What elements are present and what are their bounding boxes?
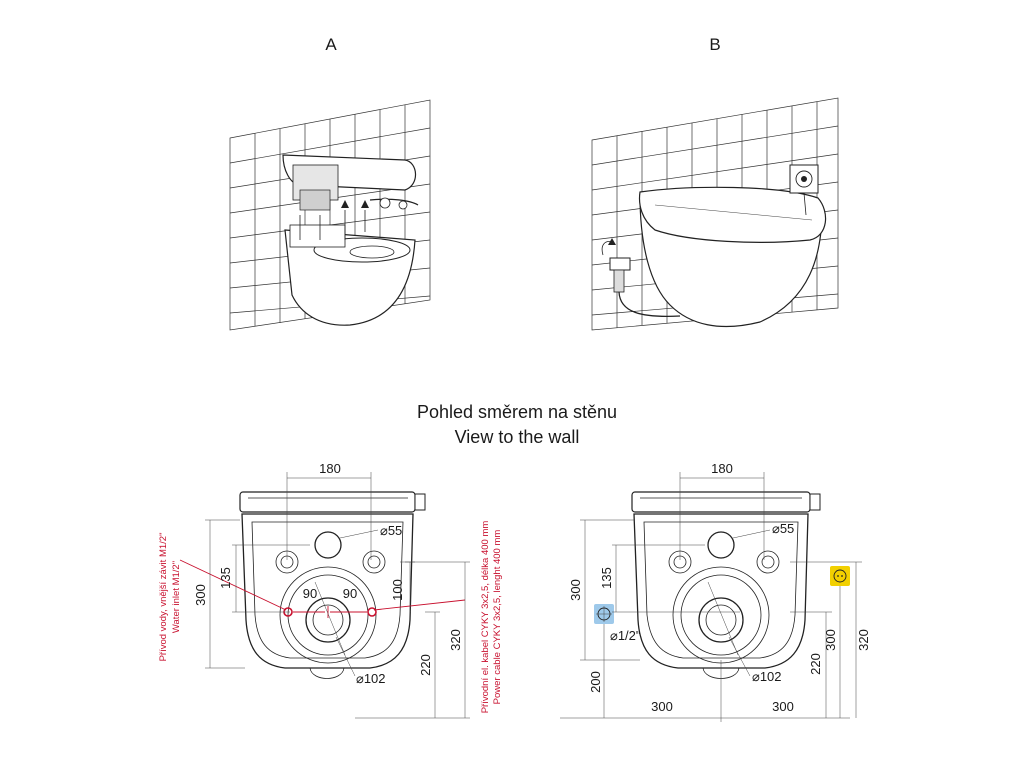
dim-200-right: 200 (588, 671, 603, 693)
dim-135-left: 135 (218, 567, 233, 589)
section-title-cz: Pohled směrem na stěnu (417, 402, 617, 422)
dim-90-left: 90 (303, 586, 317, 601)
dim-55-left: ⌀55 (380, 523, 402, 538)
dim-300-left: 300 (193, 584, 208, 606)
power-inlet-marker-left (367, 607, 377, 617)
hole-55-right (707, 531, 735, 559)
rotate-arrow-icon (608, 238, 616, 245)
dim-220-left: 220 (418, 654, 433, 676)
power-cable-note-cz: Přívodní el. kabel CYKY 3x2,5, délka 400… (480, 521, 491, 714)
dim-half-inch: ⌀1/2" (610, 628, 641, 643)
dim-55-right: ⌀55 (772, 521, 794, 536)
panel-a-illustration (229, 99, 431, 331)
right-technical-drawing: 180 ⌀55 300 135 ⌀1/2" 200 220 300 320 ⌀1… (560, 461, 871, 722)
dim-320-right: 320 (856, 629, 871, 651)
power-socket-highlight (830, 566, 850, 586)
hole-102-right (698, 597, 744, 643)
dim-300b-right: 300 (823, 629, 838, 651)
dim-90-right: 90 (343, 586, 357, 601)
dim-180-right: 180 (711, 461, 733, 476)
dim-220-right: 220 (808, 653, 823, 675)
dim-180-left: 180 (319, 461, 341, 476)
dim-102-right: ⌀102 (752, 669, 782, 684)
hole-55-left (314, 531, 342, 559)
panel-a-label: A (325, 35, 337, 54)
dim-bottom-300-left: 300 (651, 699, 673, 714)
left-technical-drawing: 180 ⌀55 300 135 90 90 100 220 320 ⌀102 P… (158, 461, 503, 719)
water-inlet-note-cz: Přívod vody, vnější závit M1/2" (158, 533, 169, 662)
dim-102-left: ⌀102 (356, 671, 386, 686)
power-cable-note-en: Power cable CYKY 3x2,5, lenght 400 mm (492, 530, 503, 705)
section-title-en: View to the wall (455, 427, 580, 447)
water-valve-b (601, 238, 681, 318)
panel-b-label: B (709, 35, 720, 54)
dim-320-left: 320 (448, 629, 463, 651)
toilet-lid-b (638, 186, 827, 243)
water-inlet-note-en: Water inlet M1/2" (171, 561, 182, 633)
up-arrow-icon (341, 200, 349, 208)
dim-135-right: 135 (599, 567, 614, 589)
dim-100-left: 100 (390, 579, 405, 601)
dim-bottom-300-right: 300 (772, 699, 794, 714)
panel-b-illustration (591, 97, 839, 331)
hole-102-left (305, 597, 351, 643)
dim-300-right: 300 (568, 579, 583, 601)
